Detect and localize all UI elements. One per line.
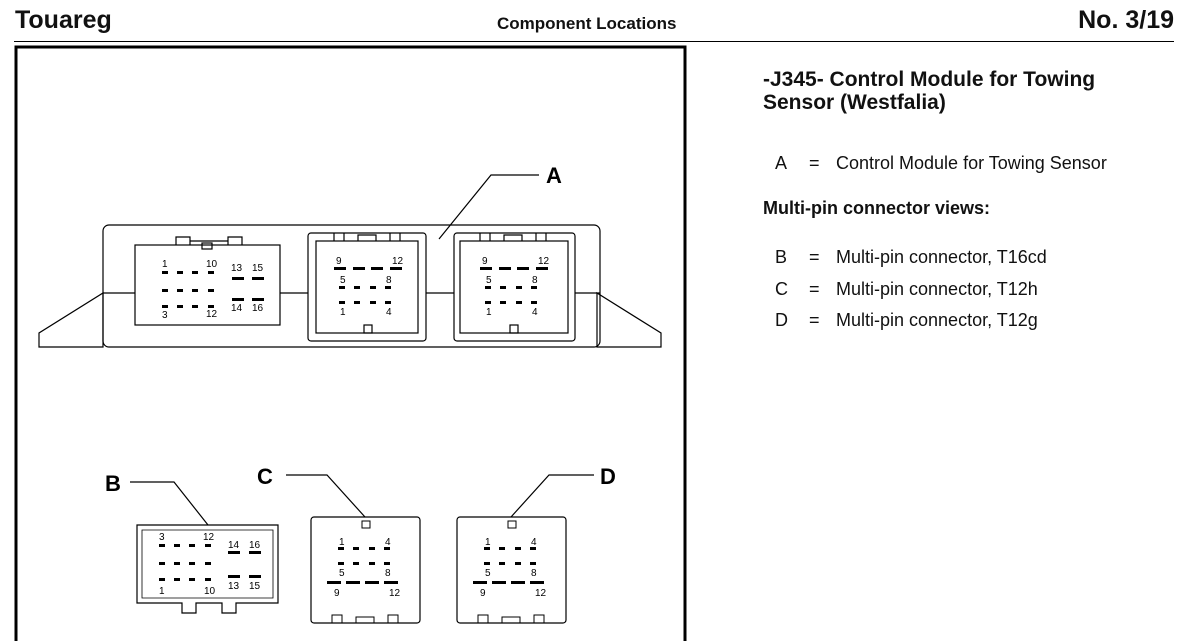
svg-text:1: 1	[486, 307, 492, 318]
svg-text:4: 4	[386, 307, 392, 318]
svg-text:13: 13	[228, 581, 240, 592]
svg-text:9: 9	[336, 256, 342, 267]
legend-desc: Multi-pin connector, T12g	[836, 310, 1038, 330]
legend-key: C	[775, 279, 788, 299]
svg-text:12: 12	[389, 588, 401, 599]
svg-text:1: 1	[340, 307, 346, 318]
callout-c-label: C	[257, 464, 273, 489]
connector-b-view: B 3 12 14 16 13 15 1 10	[105, 471, 279, 614]
svg-text:15: 15	[252, 263, 264, 274]
svg-text:3: 3	[162, 310, 168, 321]
svg-text:14: 14	[231, 303, 243, 314]
svg-text:4: 4	[531, 537, 537, 548]
module-connector-t12h	[307, 232, 427, 342]
callout-b-label: B	[105, 471, 121, 496]
legend-title-line1: -J345- Control Module for Towing	[763, 68, 1096, 91]
legend-eq: =	[809, 247, 820, 267]
legend-eq: =	[809, 153, 820, 173]
legend-desc: Multi-pin connector, T12h	[836, 279, 1038, 299]
legend-desc: Multi-pin connector, T16cd	[836, 247, 1047, 267]
header-rule	[14, 41, 1174, 42]
svg-text:14: 14	[228, 540, 240, 551]
svg-text:12: 12	[203, 532, 215, 543]
svg-text:9: 9	[334, 588, 340, 599]
callout-a-label: A	[546, 163, 562, 188]
section-title: Component Locations	[497, 14, 677, 33]
legend-eq: =	[809, 310, 820, 330]
svg-text:8: 8	[532, 275, 538, 286]
svg-text:1: 1	[162, 259, 168, 270]
svg-text:16: 16	[252, 303, 264, 314]
svg-text:5: 5	[485, 568, 491, 579]
control-module-j345	[38, 224, 662, 348]
svg-text:9: 9	[480, 588, 486, 599]
svg-text:13: 13	[231, 263, 243, 274]
callout-a: A	[438, 163, 562, 240]
svg-text:5: 5	[486, 275, 492, 286]
svg-text:15: 15	[249, 581, 261, 592]
legend-title: -J345- Control Module for Towing Sensor …	[763, 68, 1183, 114]
svg-text:9: 9	[482, 256, 488, 267]
svg-text:8: 8	[386, 275, 392, 286]
svg-text:8: 8	[531, 568, 537, 579]
svg-text:12: 12	[538, 256, 550, 267]
svg-text:16: 16	[249, 540, 261, 551]
legend-desc: Control Module for Towing Sensor	[836, 153, 1107, 173]
page-header: Touareg Component Locations No. 3/19	[0, 0, 1204, 44]
svg-text:1: 1	[485, 537, 491, 548]
svg-text:4: 4	[532, 307, 538, 318]
module-connector-t16cd	[134, 236, 281, 326]
page-number: No. 3/19	[1078, 6, 1174, 34]
svg-text:10: 10	[206, 259, 218, 270]
svg-text:12: 12	[535, 588, 547, 599]
callout-d-label: D	[600, 464, 616, 489]
figure-frame	[14, 45, 687, 641]
legend-key: D	[775, 310, 788, 330]
component-figure: A 1	[14, 45, 687, 641]
svg-text:12: 12	[206, 309, 218, 320]
legend-title-line2: Sensor (Westfalia)	[763, 91, 946, 114]
legend-key: A	[775, 153, 788, 173]
vehicle-model: Touareg	[15, 6, 112, 34]
svg-text:5: 5	[339, 568, 345, 579]
svg-text:4: 4	[385, 537, 391, 548]
svg-text:10: 10	[204, 586, 216, 597]
svg-text:1: 1	[159, 586, 165, 597]
svg-text:8: 8	[385, 568, 391, 579]
legend-key: B	[775, 247, 788, 267]
module-left-pins: 1 10 13 15 3 12 14 16	[162, 259, 264, 321]
module-right-pins: 9 12 5 8 1 4	[480, 256, 550, 318]
svg-text:3: 3	[159, 532, 165, 543]
module-connector-t12g	[453, 232, 576, 342]
svg-text:1: 1	[339, 537, 345, 548]
svg-text:5: 5	[340, 275, 346, 286]
legend-panel: -J345- Control Module for Towing Sensor …	[763, 68, 1183, 330]
connector-d-view: D 1 4 5 8 9 12	[456, 464, 616, 624]
legend-eq: =	[809, 279, 820, 299]
svg-text:12: 12	[392, 256, 404, 267]
connector-c-view: C 1 4 5 8 9 12	[257, 464, 421, 624]
module-mid-pins: 9 12 5 8 1 4	[334, 256, 404, 318]
legend-subheading: Multi-pin connector views:	[763, 198, 991, 218]
